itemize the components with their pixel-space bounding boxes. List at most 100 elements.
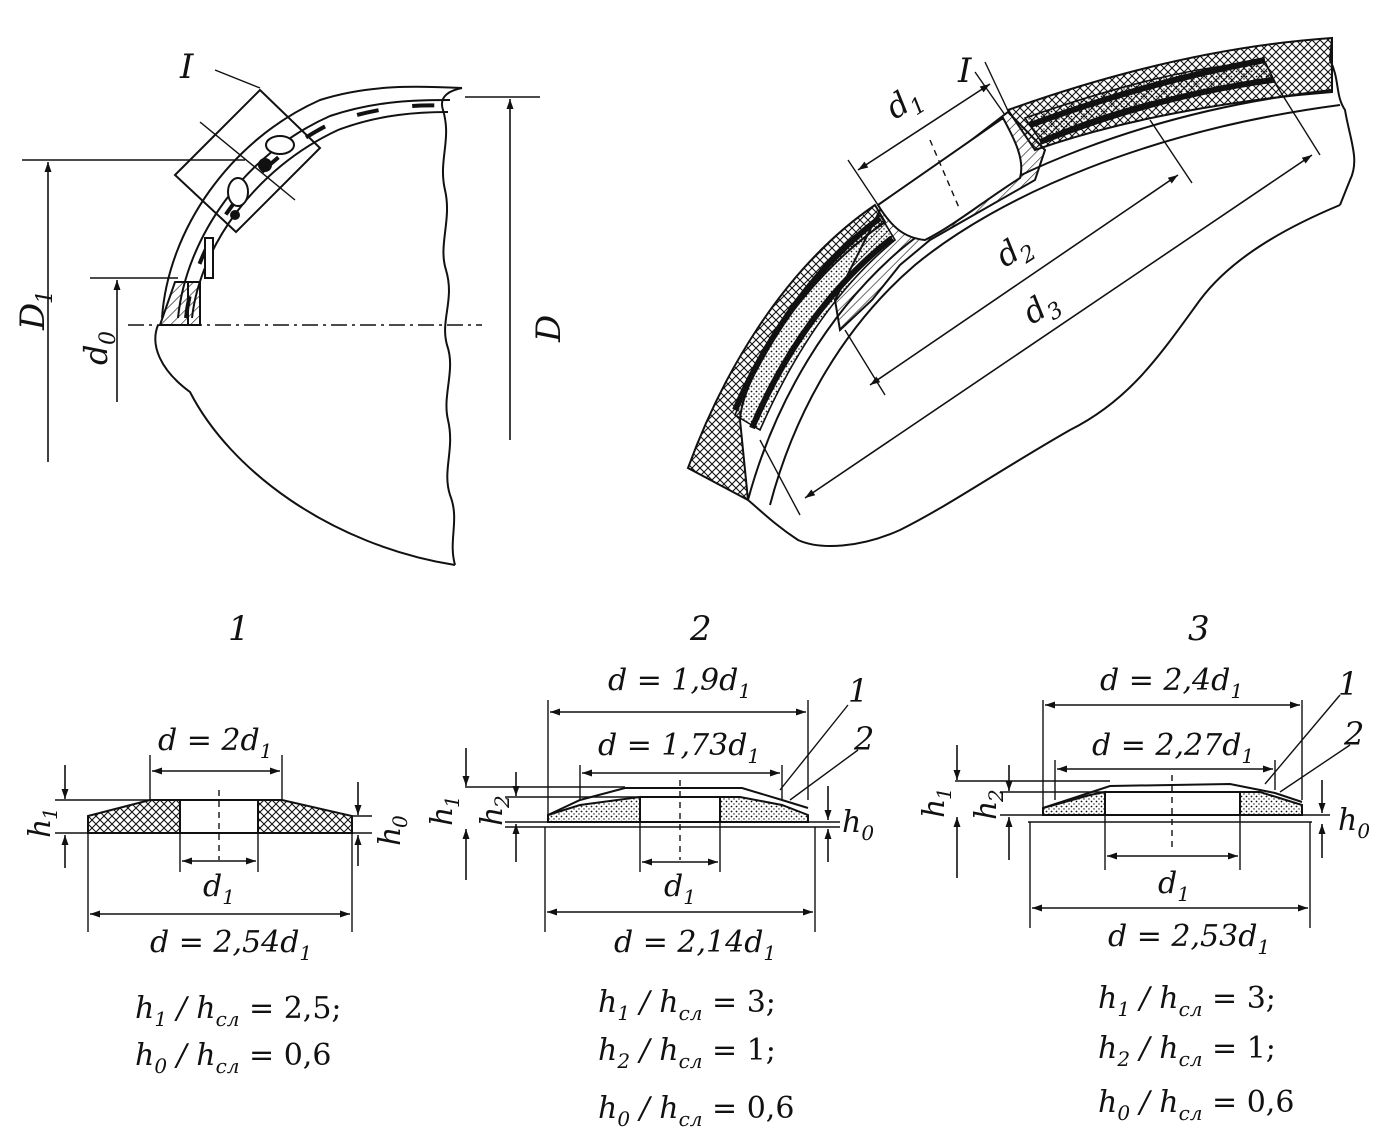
detail-I-view: d 1 I d 2 d 3 xyxy=(686,36,1356,547)
formula-line: h1 / hсл = 2,5; xyxy=(135,991,342,1031)
variant-2: 2 d = 1,9d1 d = 1,73d1 1 2 h 1 xyxy=(425,609,874,1131)
detail-axis xyxy=(199,121,296,201)
svg-text:1: 1 xyxy=(932,787,956,800)
break-line-right xyxy=(1328,37,1356,206)
formula-line: h1 / hсл = 3; xyxy=(598,985,776,1025)
leader-label-1: 1 xyxy=(848,672,868,710)
detail-leader xyxy=(984,61,1011,116)
variant-number: 3 xyxy=(1188,609,1210,649)
dimension-d1-label: d 1 xyxy=(879,84,931,127)
joint-blob xyxy=(227,177,249,207)
dimension-h1-label: h 1 xyxy=(917,787,956,818)
leader-1 xyxy=(779,704,849,791)
inner-dimension-label: d1 xyxy=(1158,866,1190,906)
extension-line xyxy=(1149,119,1193,184)
svg-text:h: h xyxy=(475,807,510,826)
svg-text:0: 0 xyxy=(96,331,121,345)
mid-dimension-label: d = 2,27d1 xyxy=(1092,728,1254,768)
mid-dimension-label: d = 1,73d1 xyxy=(598,728,760,768)
formula-line: h0 / hсл = 0,6 xyxy=(135,1038,331,1078)
dimension-h1-label: h 1 xyxy=(425,795,464,826)
extension-line xyxy=(759,439,801,516)
dimension-h0-label: h0 xyxy=(842,805,874,845)
boss-slot xyxy=(204,237,214,279)
fiber-layer xyxy=(184,103,450,319)
extension-line xyxy=(847,159,881,209)
top-dimension-label: d = 2,4d1 xyxy=(1100,663,1243,703)
washer-left-section xyxy=(87,799,181,834)
formula-line: h1 / hсл = 3; xyxy=(1098,981,1276,1021)
svg-text:1: 1 xyxy=(38,807,62,820)
washer-right-section xyxy=(719,796,809,823)
svg-text:h: h xyxy=(373,827,408,846)
joint-dot xyxy=(258,158,272,172)
dimension-d3 xyxy=(804,154,1313,499)
washer-right-section xyxy=(1239,791,1303,816)
svg-text:D: D xyxy=(529,315,569,343)
washer-top-contour xyxy=(1042,782,1303,809)
washer-left-section xyxy=(1042,790,1106,816)
leader-label-1: 1 xyxy=(1338,665,1358,703)
leader-label-2: 2 xyxy=(853,720,874,758)
joint-blob xyxy=(265,135,295,155)
top-dimension-label: d = 1,9d1 xyxy=(608,663,751,703)
svg-text:h: h xyxy=(917,799,952,818)
svg-text:h: h xyxy=(23,819,58,838)
dimension-d3-label: d 3 xyxy=(1016,289,1068,332)
dimension-h1-label: h 1 xyxy=(23,807,62,838)
vessel-section-view: I D 1 d 0 D xyxy=(13,47,569,566)
outer-dimension-label: d = 2,14d1 xyxy=(614,925,776,965)
variant-number: 1 xyxy=(228,609,250,649)
inner-dimension-label: d1 xyxy=(664,869,696,909)
dimension-d0-label: d 0 xyxy=(77,331,121,365)
fiber-band xyxy=(1028,57,1266,128)
joint-dot xyxy=(230,210,240,220)
leader-2 xyxy=(1279,744,1351,793)
variant-number: 2 xyxy=(689,609,712,649)
leader-label-2: 2 xyxy=(1343,715,1364,753)
detail-mark-label-right: I xyxy=(957,51,972,91)
dimension-d2-label: d 2 xyxy=(989,232,1041,275)
break-line xyxy=(440,87,463,566)
outer-dimension-label: d = 2,53d1 xyxy=(1108,919,1270,959)
leader-2 xyxy=(789,749,859,801)
formula-line: h2 / hсл = 1; xyxy=(1098,1031,1276,1071)
dimension-h0-label: h 0 xyxy=(373,815,412,846)
boss-cavity xyxy=(876,116,1023,242)
svg-text:D: D xyxy=(13,303,53,331)
fiber-band xyxy=(1038,77,1273,145)
dimension-D1-label: D 1 xyxy=(13,290,58,331)
inner-dimension-label: d1 xyxy=(203,869,235,909)
detail-frame xyxy=(173,88,322,234)
extension-line xyxy=(844,329,886,396)
dimension-h2-label: h 2 xyxy=(475,795,514,826)
svg-text:1: 1 xyxy=(33,290,58,304)
svg-text:1: 1 xyxy=(440,795,464,808)
leader-1 xyxy=(1264,694,1341,785)
variant-1: 1 d = 2d1 h 1 h 0 d1 xyxy=(23,609,412,1078)
svg-text:h: h xyxy=(425,807,460,826)
svg-text:2: 2 xyxy=(984,789,1008,803)
svg-text:h: h xyxy=(969,801,1004,820)
top-dimension-label: d = 2d1 xyxy=(158,723,272,763)
svg-text:2: 2 xyxy=(490,795,514,809)
extension-line xyxy=(974,71,1006,116)
formula-line: h0 / hсл = 0,6 xyxy=(598,1091,794,1131)
dimension-h0-label: h0 xyxy=(1338,803,1370,843)
outer-dimension-label: d = 2,54d1 xyxy=(150,925,312,965)
dimension-D-label: D xyxy=(529,315,569,343)
vessel-outer-contour xyxy=(154,324,456,566)
dimension-h2-label: h 2 xyxy=(969,789,1008,820)
dome-middle-arc xyxy=(177,99,451,319)
detail-leader xyxy=(214,69,261,89)
washer-right-section xyxy=(257,799,353,834)
formula-line: h0 / hсл = 0,6 xyxy=(1098,1085,1294,1125)
detail-mark-label: I xyxy=(179,47,194,87)
variant-3: 3 d = 2,4d1 d = 2,27d1 1 2 h 1 xyxy=(917,609,1370,1125)
washer-top-contour xyxy=(547,787,809,816)
formula-line: h2 / hсл = 1; xyxy=(598,1033,776,1073)
svg-text:0: 0 xyxy=(388,815,412,828)
extension-line xyxy=(1269,74,1321,156)
